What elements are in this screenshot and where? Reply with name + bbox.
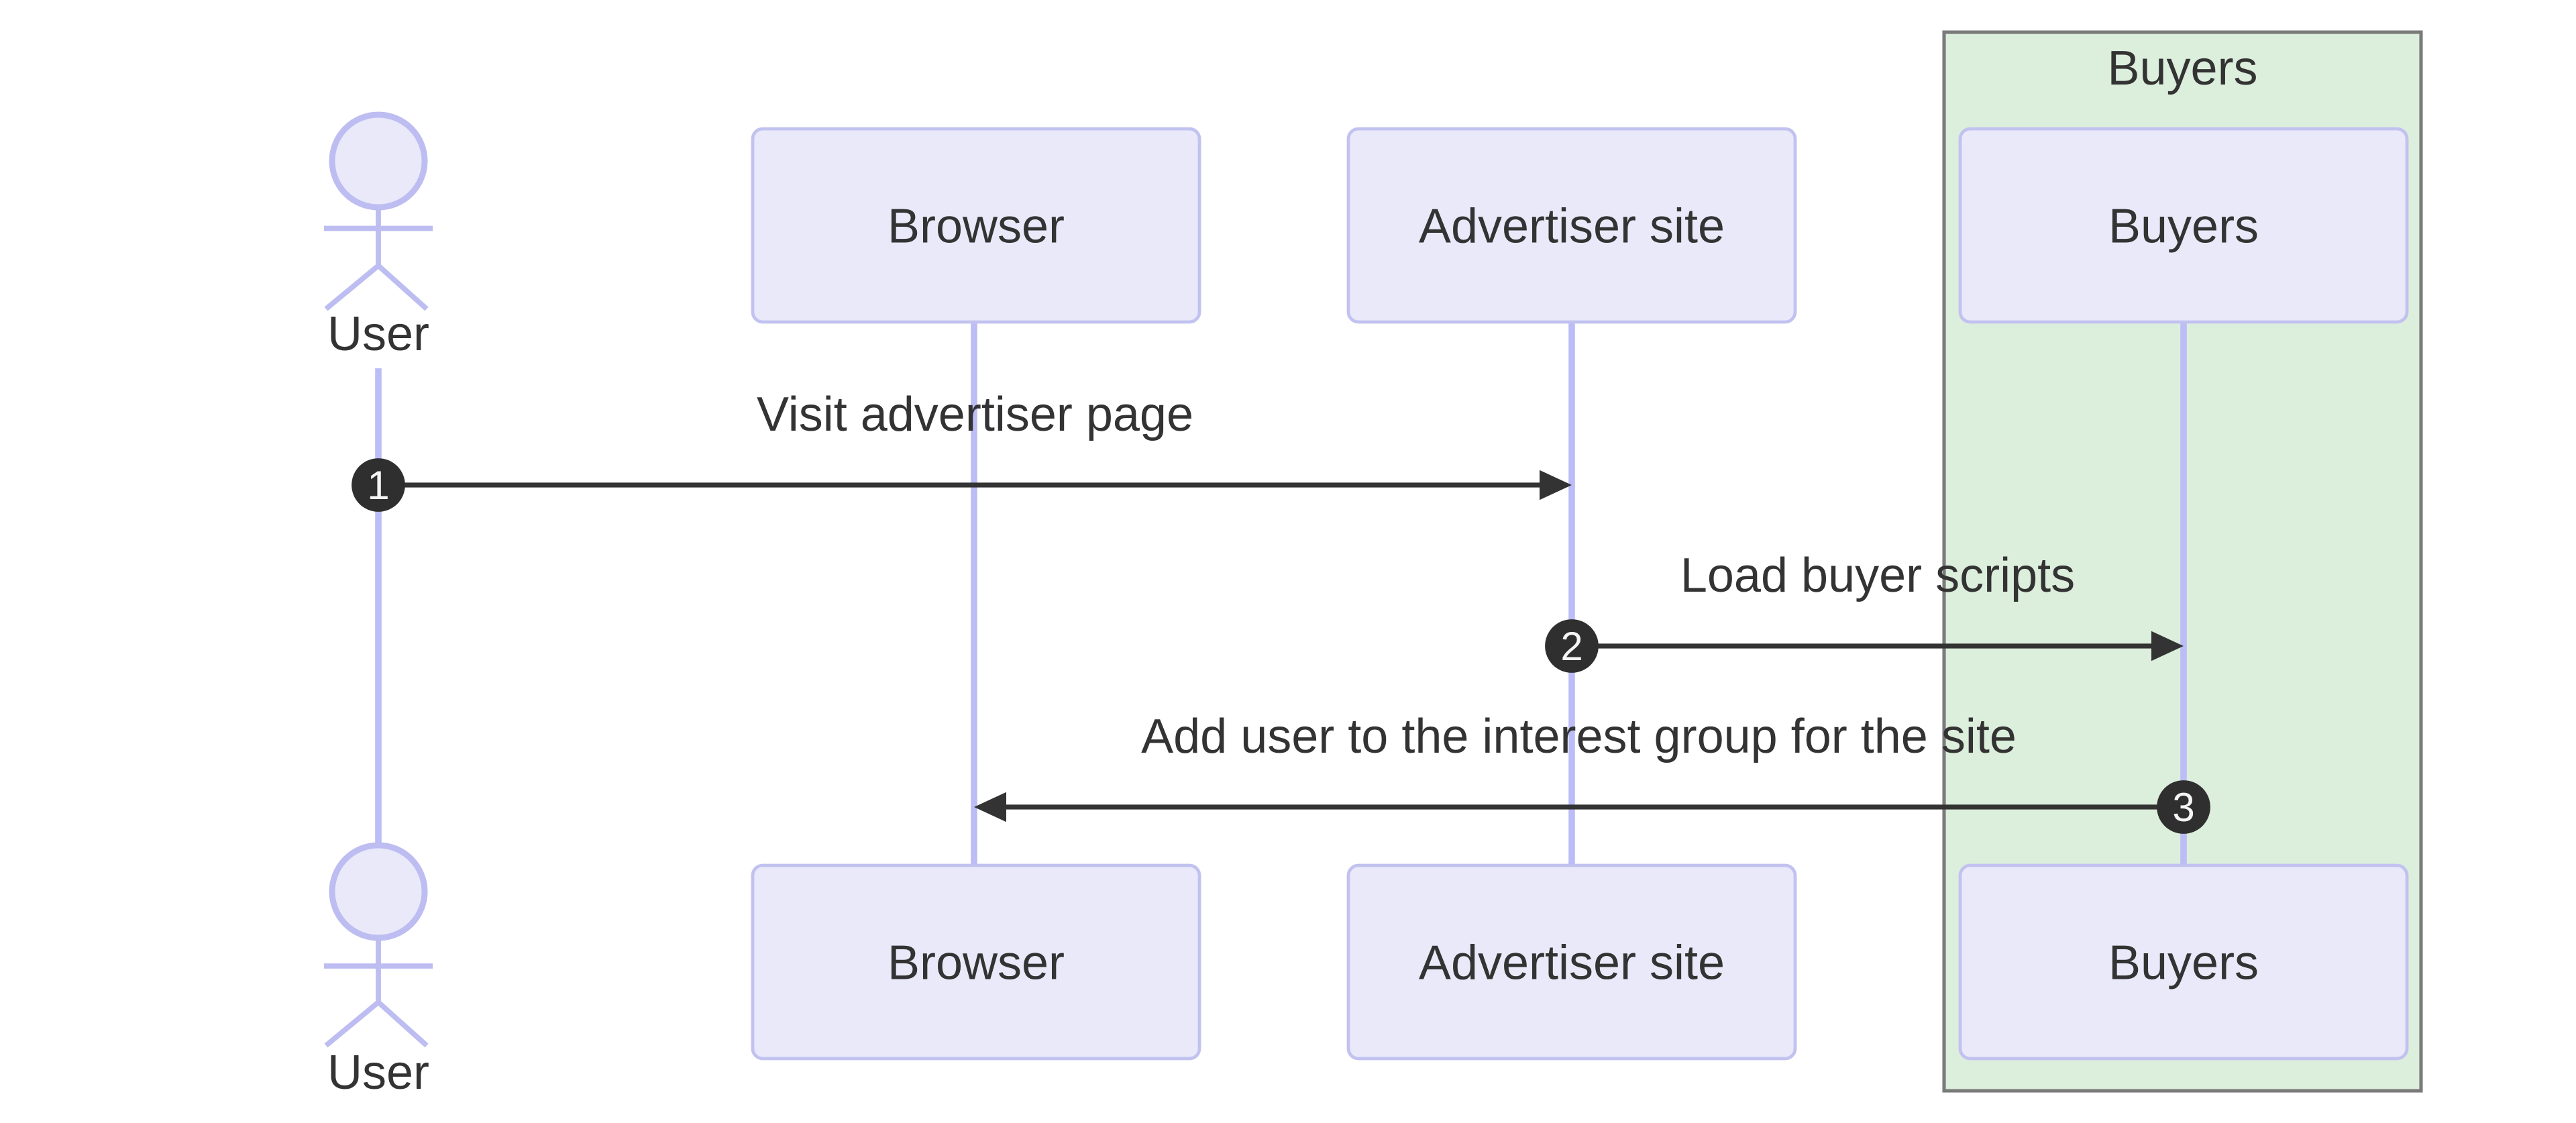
actor-user-bottom-head-icon: [329, 842, 428, 941]
group-buyers-title: Buyers: [2107, 42, 2257, 95]
message-3-sequence-circle: [2157, 780, 2210, 834]
participant-browser-top: Browser: [751, 127, 1201, 324]
participant-buyers-bottom: Buyers: [1958, 863, 2409, 1061]
actor-user-top-label: User: [327, 307, 429, 361]
message-2-arrowhead-right-icon: [2151, 631, 2184, 661]
lifelines: [375, 322, 2187, 865]
message-3-label: Add user to the interest group for the s…: [1141, 710, 2017, 763]
participant-browser-top-label: Browser: [888, 200, 1065, 254]
message-1: Visit advertiser page 1: [352, 388, 1572, 512]
participant-advertiser-site-top: Advertiser site: [1346, 127, 1797, 324]
participant-buyers-top-label: Buyers: [2108, 200, 2259, 254]
message-1-arrowhead-right-icon: [1540, 470, 1572, 500]
participant-browser-bottom-box: [751, 863, 1201, 1061]
actor-user-bottom: User: [324, 842, 433, 1100]
participant-advertiser-site-bottom-label: Advertiser site: [1419, 937, 1725, 990]
participant-advertiser-site-bottom: Advertiser site: [1346, 863, 1797, 1061]
message-3-sequence-number: 3: [2172, 785, 2194, 830]
participant-buyers-top-box: [1958, 127, 2409, 324]
participant-advertiser-site-top-box: [1346, 127, 1797, 324]
message-2-sequence-number: 2: [1560, 624, 1582, 669]
participant-browser-bottom-label: Browser: [888, 937, 1065, 990]
participant-buyers-top: Buyers: [1958, 127, 2409, 324]
participant-browser-bottom: Browser: [751, 863, 1201, 1061]
message-3-arrowhead-left-icon: [974, 792, 1006, 822]
participant-browser-top-box: [751, 127, 1201, 324]
actor-user-top: User: [324, 111, 433, 361]
actor-user-top-leg-right: [376, 264, 429, 311]
participant-advertiser-site-top-label: Advertiser site: [1419, 200, 1725, 254]
actor-user-bottom-label: User: [327, 1046, 429, 1100]
message-1-label: Visit advertiser page: [757, 388, 1193, 441]
participant-buyers-bottom-label: Buyers: [2108, 937, 2259, 990]
message-2: Load buyer scripts 2: [1545, 549, 2184, 673]
message-1-sequence-number: 1: [367, 463, 389, 508]
message-2-sequence-circle: [1545, 619, 1599, 673]
participant-buyers-bottom-box: [1958, 863, 2409, 1061]
actor-user-bottom-leg-left: [324, 1000, 380, 1048]
message-1-sequence-circle: [352, 458, 405, 512]
message-3: Add user to the interest group for the s…: [974, 710, 2210, 834]
actor-user-top-head-icon: [329, 111, 428, 211]
actor-user-bottom-leg-right: [376, 1000, 429, 1048]
actor-user-top-leg-left: [324, 263, 380, 311]
participant-advertiser-site-bottom-box: [1346, 863, 1797, 1061]
message-2-label: Load buyer scripts: [1680, 549, 2075, 602]
